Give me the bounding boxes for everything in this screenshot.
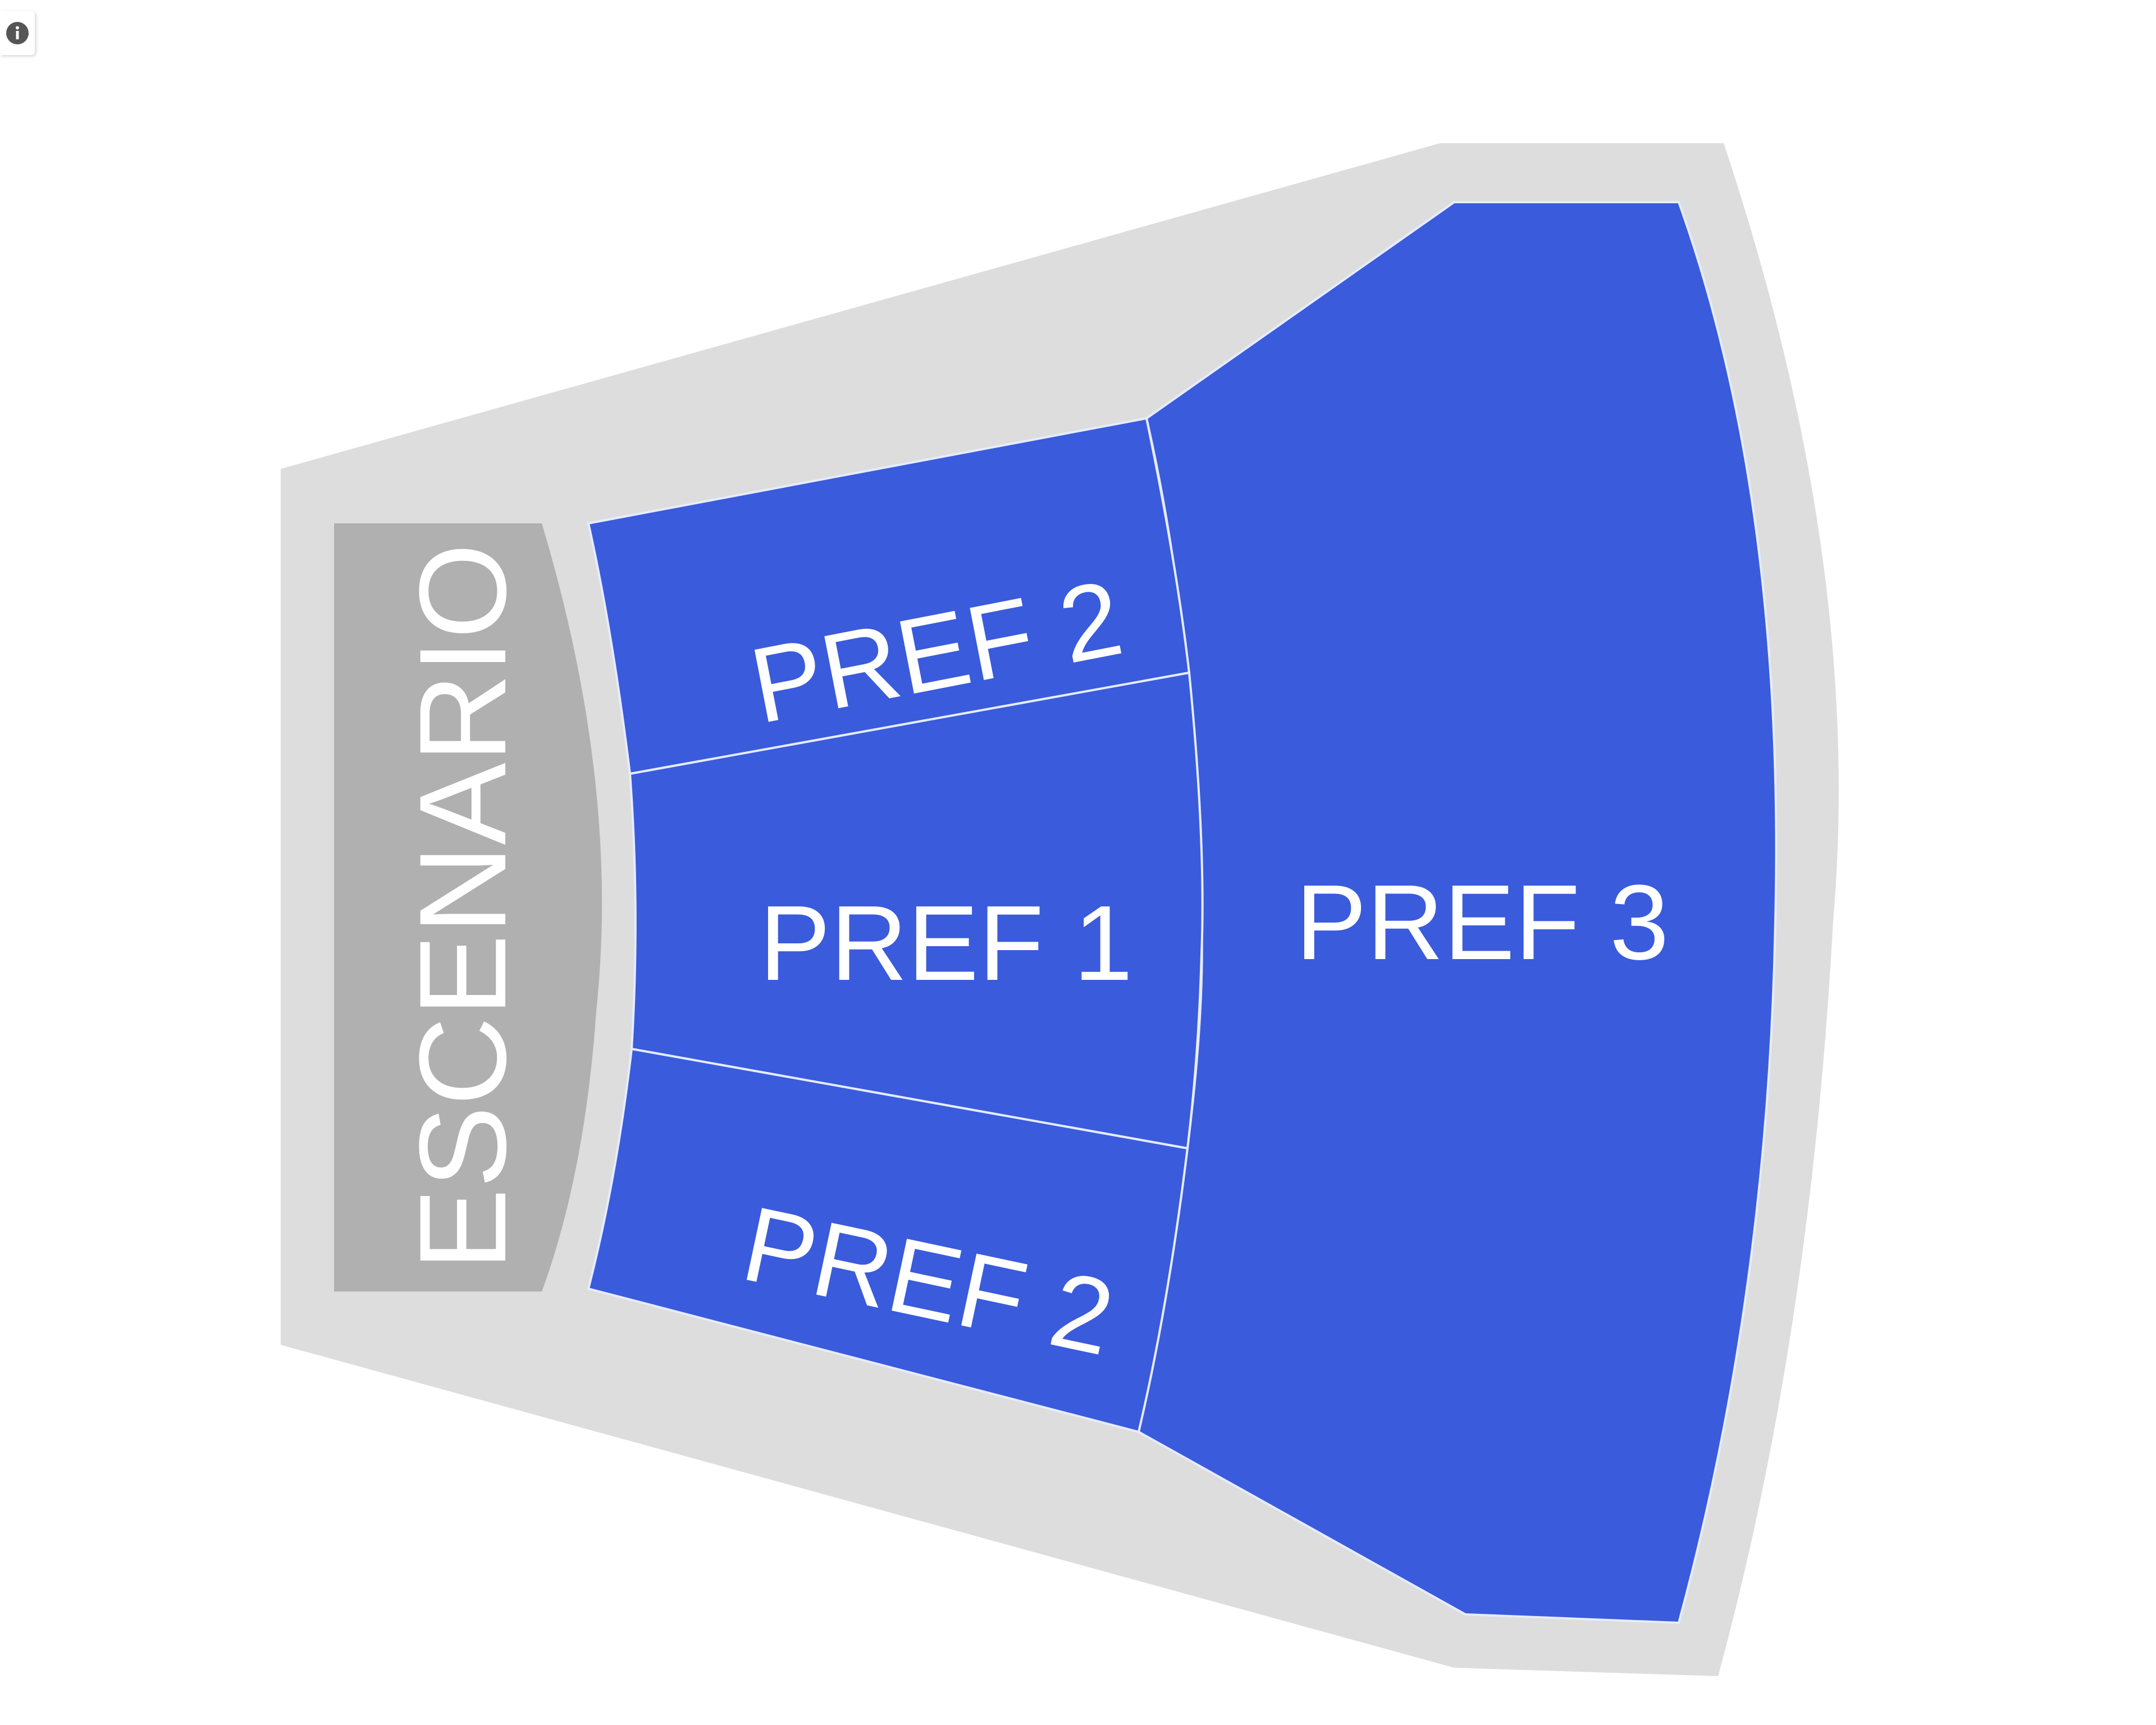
section-pref1[interactable] [628, 671, 1204, 1150]
info-icon [6, 22, 29, 44]
stage[interactable] [334, 523, 602, 1292]
section-pref2-bottom[interactable] [587, 1047, 1189, 1434]
section-pref3[interactable] [1137, 201, 1778, 1624]
info-button[interactable] [0, 11, 35, 55]
stage-label: ESCENARIO [394, 543, 532, 1271]
